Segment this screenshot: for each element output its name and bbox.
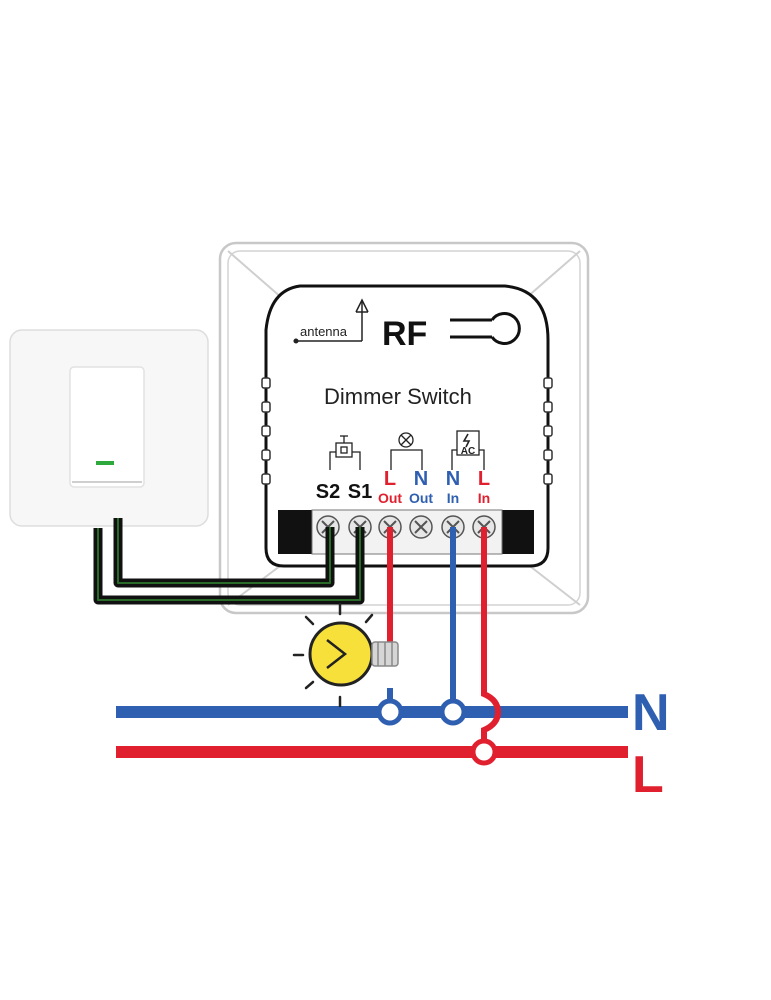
junction-n-in xyxy=(439,698,467,726)
wall-switch xyxy=(9,329,209,527)
terminal-n-in-sub: In xyxy=(447,490,459,506)
terminal-n-out-label: N xyxy=(414,468,428,490)
live-bus-label: L xyxy=(632,746,664,804)
ac-supply-icon xyxy=(451,430,485,470)
lamp-symbol-icon xyxy=(390,432,423,470)
junction-n-out xyxy=(376,698,404,726)
module-title: Dimmer Switch xyxy=(324,384,472,409)
rf-label: RF xyxy=(382,315,427,353)
terminal-l-in-label: L xyxy=(478,468,490,490)
light-bulb-icon xyxy=(292,602,399,708)
terminal-l-out-sub: Out xyxy=(378,490,402,506)
junction-l-in xyxy=(470,738,498,766)
antenna-label: antenna xyxy=(300,324,348,339)
terminal-l-out-label: L xyxy=(384,468,396,490)
ac-label: AC xyxy=(461,446,475,457)
antenna-icon xyxy=(293,298,369,344)
rf-coil-icon xyxy=(450,312,521,345)
switch-wires xyxy=(93,518,365,605)
terminal-s1-label: S1 xyxy=(348,481,372,503)
switch-indicator-led xyxy=(96,461,114,465)
terminal-n-out-sub: Out xyxy=(409,490,433,506)
junctions xyxy=(376,698,498,766)
neutral-bus-label: N xyxy=(632,684,670,742)
load-wires xyxy=(387,527,502,752)
switch-symbol-icon xyxy=(329,435,361,470)
terminal-l-in-sub: In xyxy=(478,490,490,506)
terminal-s2-label: S2 xyxy=(316,481,340,503)
terminal-n-in-label: N xyxy=(446,468,460,490)
switch-rocker[interactable] xyxy=(69,366,145,488)
dimmer-module: antenna RF Dimmer Switch xyxy=(218,241,590,615)
